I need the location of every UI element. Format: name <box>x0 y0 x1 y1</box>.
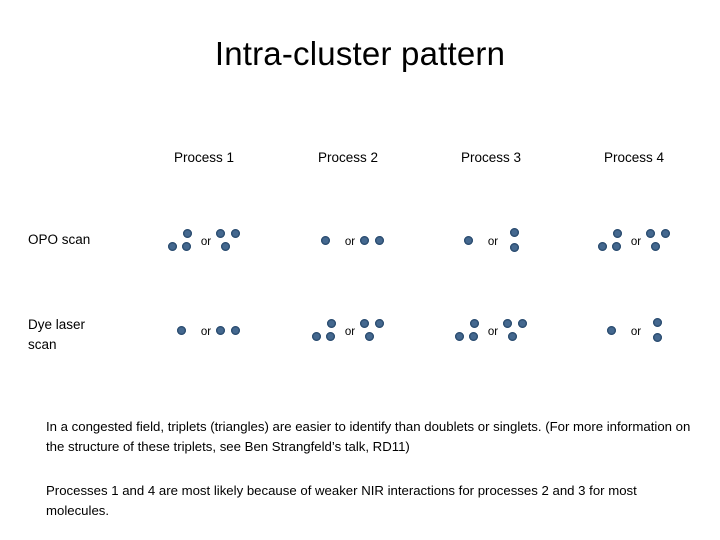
dot-cluster-triplet-up <box>309 316 343 350</box>
intra-cluster-pattern-matrix: Process 1 Process 2 Process 3 Process 4 … <box>0 140 720 380</box>
cluster-dot <box>508 332 518 341</box>
cluster-dot <box>375 319 385 328</box>
row-label-opo-scan: OPO scan <box>28 232 91 247</box>
cluster-dot <box>360 236 370 245</box>
cluster-dot <box>606 326 616 335</box>
dot-cluster-triplet-down <box>213 226 247 260</box>
note-triplets: In a congested field, triplets (triangle… <box>46 419 691 455</box>
note-processes: Processes 1 and 4 are most likely becaus… <box>46 483 637 519</box>
or-separator-label: or <box>344 326 356 339</box>
cluster-dot <box>231 229 241 238</box>
dot-cluster-triplet-down <box>500 316 534 350</box>
cluster-dot <box>326 319 336 328</box>
cluster-dot <box>360 319 370 328</box>
cluster-dot <box>518 319 528 328</box>
or-separator-label: or <box>487 326 499 339</box>
or-separator-label: or <box>344 236 356 249</box>
dot-cluster-triplet-up <box>452 316 486 350</box>
dot-cluster-singlet <box>165 316 199 350</box>
cluster-dot <box>463 236 473 245</box>
cluster-dot <box>375 236 385 245</box>
cluster-dot <box>320 236 330 245</box>
dot-cluster-doublet-horizontal <box>357 226 391 260</box>
cell-dye-laser-scan-process-1: or <box>150 305 262 361</box>
cluster-dot <box>311 332 321 341</box>
row-label-dye-laser-scan: Dye laser scan <box>28 317 86 352</box>
column-header-process-2: Process 2 <box>317 150 379 165</box>
or-separator-label: or <box>200 326 212 339</box>
cluster-dot <box>646 229 656 238</box>
cluster-dot <box>231 326 241 335</box>
cluster-dot <box>653 333 663 342</box>
cluster-dot <box>510 243 520 252</box>
or-separator-label: or <box>630 326 642 339</box>
cell-opo-scan-process-4: or <box>580 215 692 271</box>
cluster-dot <box>510 228 520 237</box>
column-header-process-4: Process 4 <box>603 150 665 165</box>
cluster-dot <box>167 242 177 251</box>
cluster-dot <box>469 319 479 328</box>
cluster-dot <box>611 242 621 251</box>
column-header-process-3: Process 3 <box>460 150 522 165</box>
cluster-dot <box>651 242 661 251</box>
cell-opo-scan-process-3: or <box>437 215 549 271</box>
dot-cluster-singlet <box>452 226 486 260</box>
cluster-dot <box>365 332 375 341</box>
cluster-dot <box>176 326 186 335</box>
dot-cluster-triplet-down <box>643 226 677 260</box>
cluster-dot <box>181 242 191 251</box>
dot-cluster-doublet-vertical <box>500 226 534 260</box>
cluster-dot <box>216 326 226 335</box>
cluster-dot <box>661 229 671 238</box>
column-header-process-1: Process 1 <box>173 150 235 165</box>
cluster-dot <box>216 229 226 238</box>
cell-dye-laser-scan-process-4: or <box>580 305 692 361</box>
page-title: Intra-cluster pattern <box>214 35 506 72</box>
cell-dye-laser-scan-process-3: or <box>437 305 549 361</box>
dot-cluster-triplet-up <box>165 226 199 260</box>
cluster-dot <box>653 318 663 327</box>
cluster-dot <box>454 332 464 341</box>
cluster-dot <box>182 229 192 238</box>
cluster-dot <box>468 332 478 341</box>
cluster-dot <box>221 242 231 251</box>
dot-cluster-doublet-horizontal <box>213 316 247 350</box>
or-separator-label: or <box>487 236 499 249</box>
dot-cluster-triplet-down <box>357 316 391 350</box>
cell-opo-scan-process-2: or <box>294 215 406 271</box>
or-separator-label: or <box>200 236 212 249</box>
dot-cluster-singlet <box>595 316 629 350</box>
dot-cluster-singlet <box>309 226 343 260</box>
cell-opo-scan-process-1: or <box>150 215 262 271</box>
dot-cluster-doublet-vertical <box>643 316 677 350</box>
cluster-dot <box>325 332 335 341</box>
or-separator-label: or <box>630 236 642 249</box>
dot-cluster-triplet-up <box>595 226 629 260</box>
cluster-dot <box>597 242 607 251</box>
cluster-dot <box>612 229 622 238</box>
cell-dye-laser-scan-process-2: or <box>294 305 406 361</box>
cluster-dot <box>503 319 513 328</box>
